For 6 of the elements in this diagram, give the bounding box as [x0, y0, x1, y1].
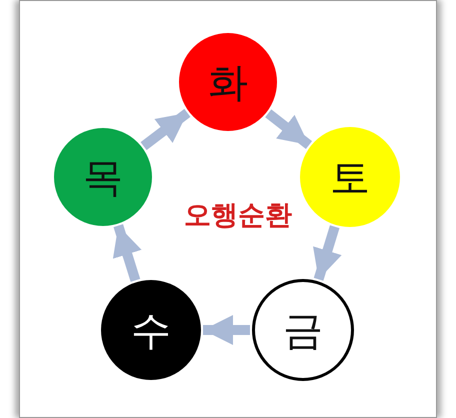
arrow [265, 109, 312, 149]
arrow [313, 225, 342, 281]
arrow [112, 224, 142, 282]
arrow [203, 315, 250, 345]
center-label: 오행순환 [184, 199, 292, 233]
arrow [140, 108, 190, 150]
